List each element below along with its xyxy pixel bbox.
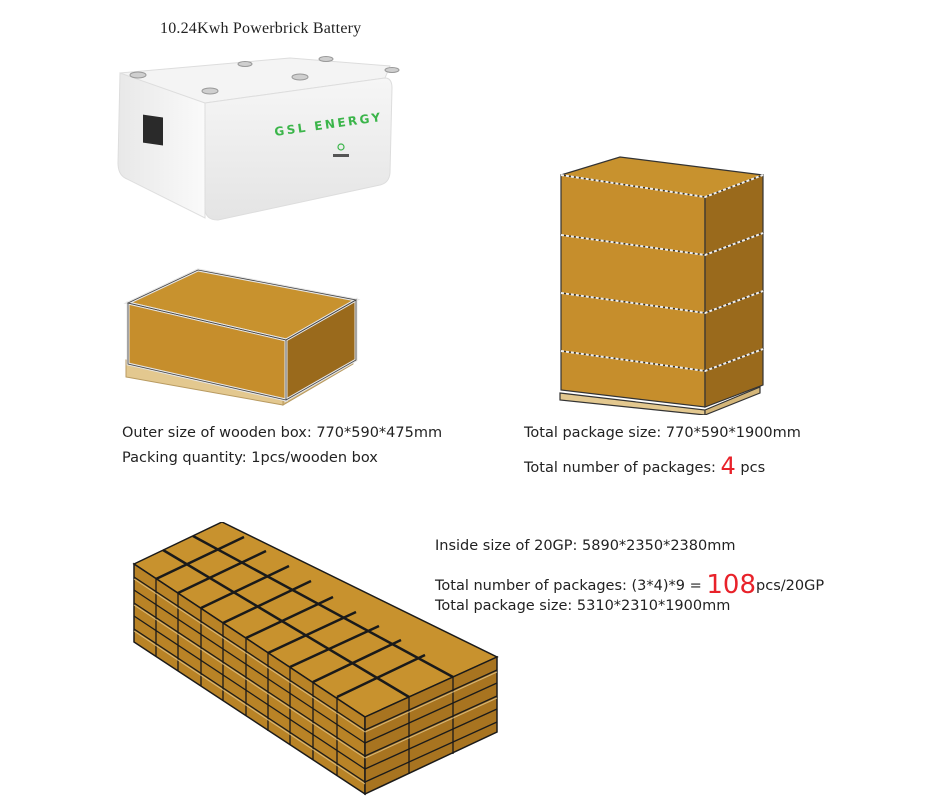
container-count-prefix: Total number of packages: (3*4)*9 = <box>435 578 707 594</box>
container-count-text: Total number of packages: (3*4)*9 = 108p… <box>435 570 824 600</box>
container-package-size-text: Total package size: 5310*2310*1900mm <box>435 598 731 614</box>
single-wooden-box-image <box>118 260 368 410</box>
single-box-quantity-text: Packing quantity: 1pcs/wooden box <box>122 450 378 466</box>
stack-count-value: 4 <box>720 452 736 480</box>
product-title: 10.24Kwh Powerbrick Battery <box>160 20 362 37</box>
stack-count-text: Total number of packages: 4 pcs <box>524 452 765 480</box>
container-count-suffix: pcs/20GP <box>756 578 825 594</box>
stack-count-prefix: Total number of packages: <box>524 460 721 476</box>
battery-image: GSL ENERGY <box>110 48 400 228</box>
stack-count-suffix: pcs <box>735 460 766 476</box>
single-box-size-text: Outer size of wooden box: 770*590*475mm <box>122 425 443 441</box>
stack-size-text: Total package size: 770*590*1900mm <box>524 425 801 441</box>
container-load-image <box>132 522 502 797</box>
stacked-boxes-image <box>555 155 770 415</box>
container-inside-size-text: Inside size of 20GP: 5890*2350*2380mm <box>435 538 736 554</box>
container-count-value: 108 <box>706 570 757 600</box>
